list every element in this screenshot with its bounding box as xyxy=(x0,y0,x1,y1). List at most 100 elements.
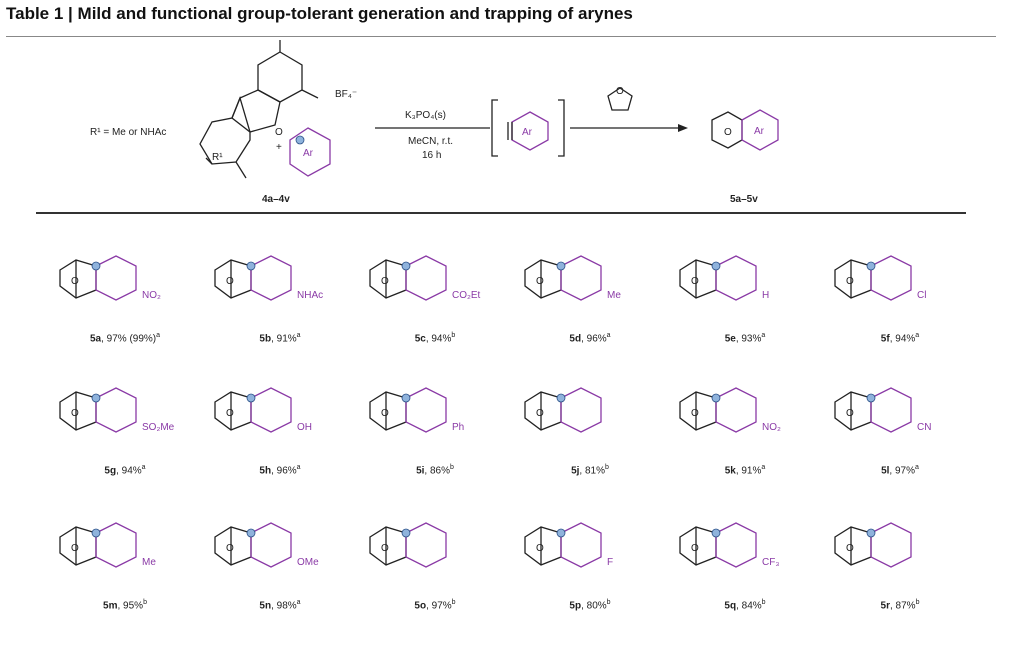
yield-text: , 94% xyxy=(116,465,142,477)
title-separator: | xyxy=(63,4,78,23)
product-structure: OMe xyxy=(59,522,156,568)
product-caption: 5k, 91%a xyxy=(670,464,820,476)
product-caption: 5i, 86%b xyxy=(360,464,510,476)
bridge-o: O xyxy=(381,408,389,419)
bridge-o: O xyxy=(536,543,544,554)
product-structure: O CO₂Et xyxy=(369,255,481,301)
product-structure: O Me xyxy=(524,255,621,301)
product-structure xyxy=(711,109,779,151)
footnote-mark: a xyxy=(156,332,161,339)
yield-text: , 95% xyxy=(117,600,144,612)
product-structure: O OMe xyxy=(214,522,319,568)
product-structure: OH xyxy=(679,255,769,301)
compound-id: 5o xyxy=(414,600,427,612)
substituent-label: OH xyxy=(297,422,312,433)
bridge-o: O xyxy=(381,276,389,287)
bridge-o: O xyxy=(691,276,699,287)
compound-id: 5l xyxy=(881,465,890,477)
bridge-o: O xyxy=(536,276,544,287)
footnote-mark: b xyxy=(915,599,920,606)
plus-sign: + xyxy=(276,142,282,153)
yield-text: , 93% xyxy=(735,333,762,345)
substituent-label: CF₃ xyxy=(762,557,779,568)
product-caption: 5b, 91%a xyxy=(205,332,355,344)
aryl-ring xyxy=(289,127,331,177)
footnote-mark: b xyxy=(605,464,609,471)
compound-id: 5h xyxy=(259,465,272,477)
product-caption: 5j, 81%b xyxy=(515,464,665,476)
product-structure: O xyxy=(834,522,912,568)
yield-text: , 80% xyxy=(581,600,607,612)
compound-id: 5i xyxy=(416,465,425,477)
substituent-label: NO₂ xyxy=(142,290,161,301)
furan-structure xyxy=(607,87,633,111)
ar-label: Ar xyxy=(303,148,314,159)
footnote-mark: a xyxy=(761,464,766,471)
reaction-scheme: R¹ = Me or NHAc R¹ O + BF₄⁻ Ar K₃PO₄(s) … xyxy=(90,40,779,205)
bridge-o: O xyxy=(691,408,699,419)
counterion: BF₄⁻ xyxy=(335,89,357,100)
product-caption: 5h, 96%a xyxy=(205,464,355,476)
r1-note: R¹ = Me or NHAc xyxy=(90,127,166,138)
solvent: MeCN, r.t. xyxy=(408,136,453,147)
product-caption: 5l, 97%a xyxy=(825,464,975,476)
substituent-label: NHAc xyxy=(297,290,323,301)
product-caption: 5q, 84%b xyxy=(670,599,820,611)
footnote-mark: a xyxy=(761,332,766,339)
bridge-o: O xyxy=(226,276,234,287)
reagent: K₃PO₄(s) xyxy=(405,110,446,121)
product-structure: OPh xyxy=(369,387,464,433)
compound-id: 5r xyxy=(880,600,890,612)
mid-rule xyxy=(36,212,966,214)
product-structure: O xyxy=(524,387,602,433)
substituent-label: Me xyxy=(607,290,621,301)
substituent-label: H xyxy=(762,290,769,301)
product-caption: 5g, 94%a xyxy=(50,464,200,476)
yield-text: , 94% xyxy=(425,333,452,345)
product-5j: O 5j, 81%b xyxy=(515,360,665,485)
product-caption: 5d, 96%a xyxy=(515,332,665,344)
yield-text: , 86% xyxy=(424,465,450,477)
yield-text: , 98% xyxy=(271,600,297,612)
reaction-time: 16 h xyxy=(422,150,441,161)
compound-id: 5q xyxy=(724,600,737,612)
table-number: Table 1 xyxy=(6,4,64,23)
furan-o: O xyxy=(616,86,624,97)
substituent-label: OMe xyxy=(297,557,319,568)
substituent-label: F xyxy=(607,557,613,568)
footnote-mark: b xyxy=(451,599,456,606)
footnote-mark: a xyxy=(296,599,301,606)
compound-id: 5j xyxy=(571,465,580,477)
product-structure: OF xyxy=(524,522,613,568)
substituent-label: CO₂Et xyxy=(452,290,481,301)
yield-text: , 97% (99%) xyxy=(101,333,157,345)
oxonium-o: O xyxy=(275,127,283,138)
bridge-o: O xyxy=(226,543,234,554)
footnote-mark: b xyxy=(761,599,766,606)
product-caption: 5f, 94%a xyxy=(825,332,975,344)
yield-text: , 94% xyxy=(889,333,916,345)
footnote-mark: b xyxy=(450,464,454,471)
yield-text: , 81% xyxy=(579,465,605,477)
product-5b: O NHAc 5b, 91%a xyxy=(205,228,355,353)
bridge-o: O xyxy=(71,543,79,554)
footnote-mark: b xyxy=(451,332,456,339)
footnote-mark: a xyxy=(915,332,920,339)
footnote-mark: a xyxy=(915,464,919,471)
product-structure: O NHAc xyxy=(214,255,323,301)
compound-id: 5a xyxy=(89,333,102,345)
arrow-head xyxy=(678,124,688,132)
footnote-mark: a xyxy=(296,464,301,471)
